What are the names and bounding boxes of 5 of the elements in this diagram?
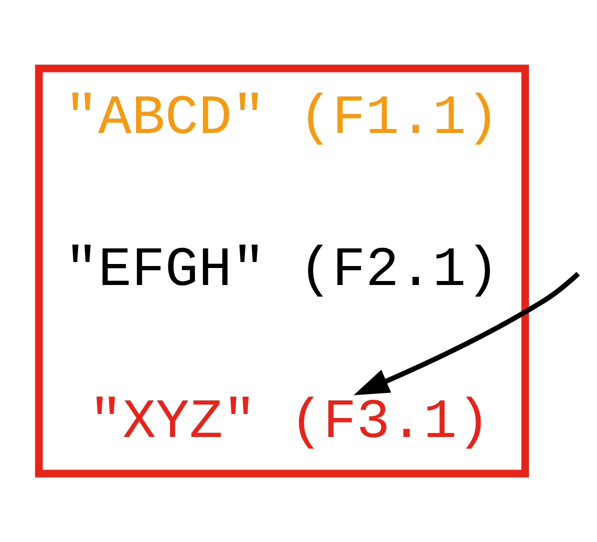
node-text: "ABCD" (F1.1) (64, 87, 500, 150)
arrow (354, 272, 580, 396)
cluster (35, 64, 529, 478)
node-text: "XYZ" (F3.1) (89, 391, 490, 454)
node-text: "EFGH" (F2.1) (64, 239, 500, 302)
